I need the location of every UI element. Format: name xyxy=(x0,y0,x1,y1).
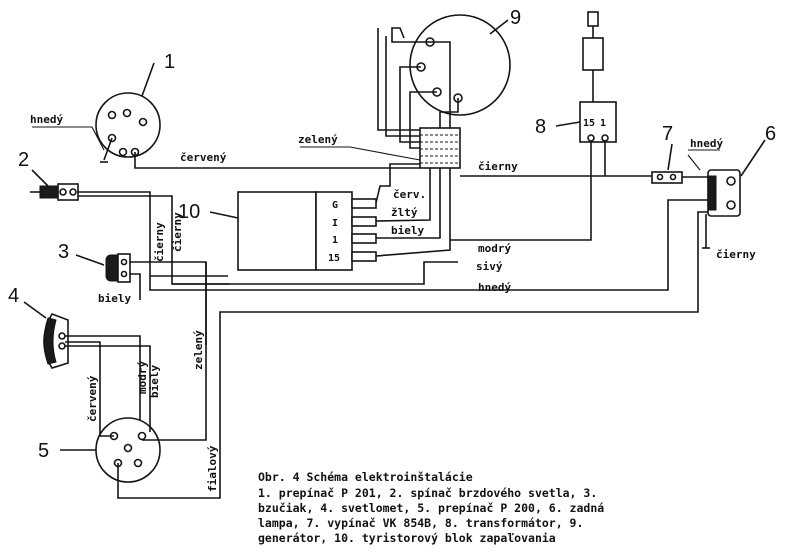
component-8-transformer: 15 1 xyxy=(579,11,617,143)
label-sivy: sivý xyxy=(476,260,503,273)
component-4-number: 4 xyxy=(8,285,19,307)
label-zeleny-top: zelený xyxy=(298,133,338,146)
generator-connector-block xyxy=(419,127,461,169)
transformer-pin-1: 1 xyxy=(600,118,606,129)
label-cierny-6: čierny xyxy=(716,248,756,261)
label-fialovy: fialový xyxy=(206,445,219,492)
label-cerv: červ. xyxy=(393,188,426,201)
component-6-rear-lamp xyxy=(707,169,741,217)
component-10-thyristor-block: G I 1 15 xyxy=(237,191,377,271)
label-cerveny-v: červený xyxy=(86,375,99,422)
label-biely-3: biely xyxy=(98,292,131,305)
caption-title: Obr. 4 Schéma elektroinštalácie xyxy=(258,470,473,484)
component-7-switch-vk854b xyxy=(651,171,683,184)
component-5-switch-p200 xyxy=(95,417,161,483)
label-cerveny-1: červený xyxy=(180,151,227,164)
component-5-number: 5 xyxy=(38,440,49,462)
pin-i: I xyxy=(332,218,338,229)
label-cierny-v1: čierny xyxy=(153,222,166,262)
caption-line-2: bzučiak, 4. svetlomet, 5. prepínač P 200… xyxy=(258,501,604,515)
label-zlty: žltý xyxy=(391,206,418,219)
label-modry-v: modrý xyxy=(136,361,149,394)
wiring xyxy=(32,27,720,499)
component-8-number: 8 xyxy=(535,116,546,138)
label-biely-10: biely xyxy=(391,224,424,237)
pin-g: G xyxy=(332,200,338,211)
component-1-number: 1 xyxy=(164,51,175,73)
component-3-number: 3 xyxy=(58,241,69,263)
pin-1: 1 xyxy=(332,235,338,246)
pin-15: 15 xyxy=(328,253,340,264)
label-modry: modrý xyxy=(478,242,511,255)
label-hnedy-bottom: hnedý xyxy=(478,281,511,294)
component-9-number: 9 xyxy=(510,7,521,29)
component-3-buzzer xyxy=(105,253,131,283)
component-10-number: 10 xyxy=(178,201,200,223)
transformer-pin-15: 15 xyxy=(583,118,595,129)
label-hnedy-7: hnedý xyxy=(690,137,723,150)
component-1-switch-p201 xyxy=(95,92,161,158)
component-2-number: 2 xyxy=(18,149,29,171)
label-zeleny-v: zelený xyxy=(192,330,205,370)
label-hnedy-1: hnedý xyxy=(30,113,63,126)
component-4-headlight xyxy=(43,313,69,369)
caption-line-1: 1. prepínač P 201, 2. spínač brzdového s… xyxy=(258,486,597,500)
label-cierny-top: čierny xyxy=(478,160,518,173)
label-cierny-v2: čierny xyxy=(171,212,184,252)
component-7-number: 7 xyxy=(662,123,673,145)
label-biely-v: biely xyxy=(148,365,161,398)
component-2-brake-switch xyxy=(30,183,79,201)
component-6-number: 6 xyxy=(765,123,776,145)
caption-line-4: generátor, 10. tyristorový blok zapaľova… xyxy=(258,531,556,545)
caption-line-3: lampa, 7. vypínač VK 854B, 8. transformá… xyxy=(258,516,583,530)
component-9-generator xyxy=(409,14,511,116)
